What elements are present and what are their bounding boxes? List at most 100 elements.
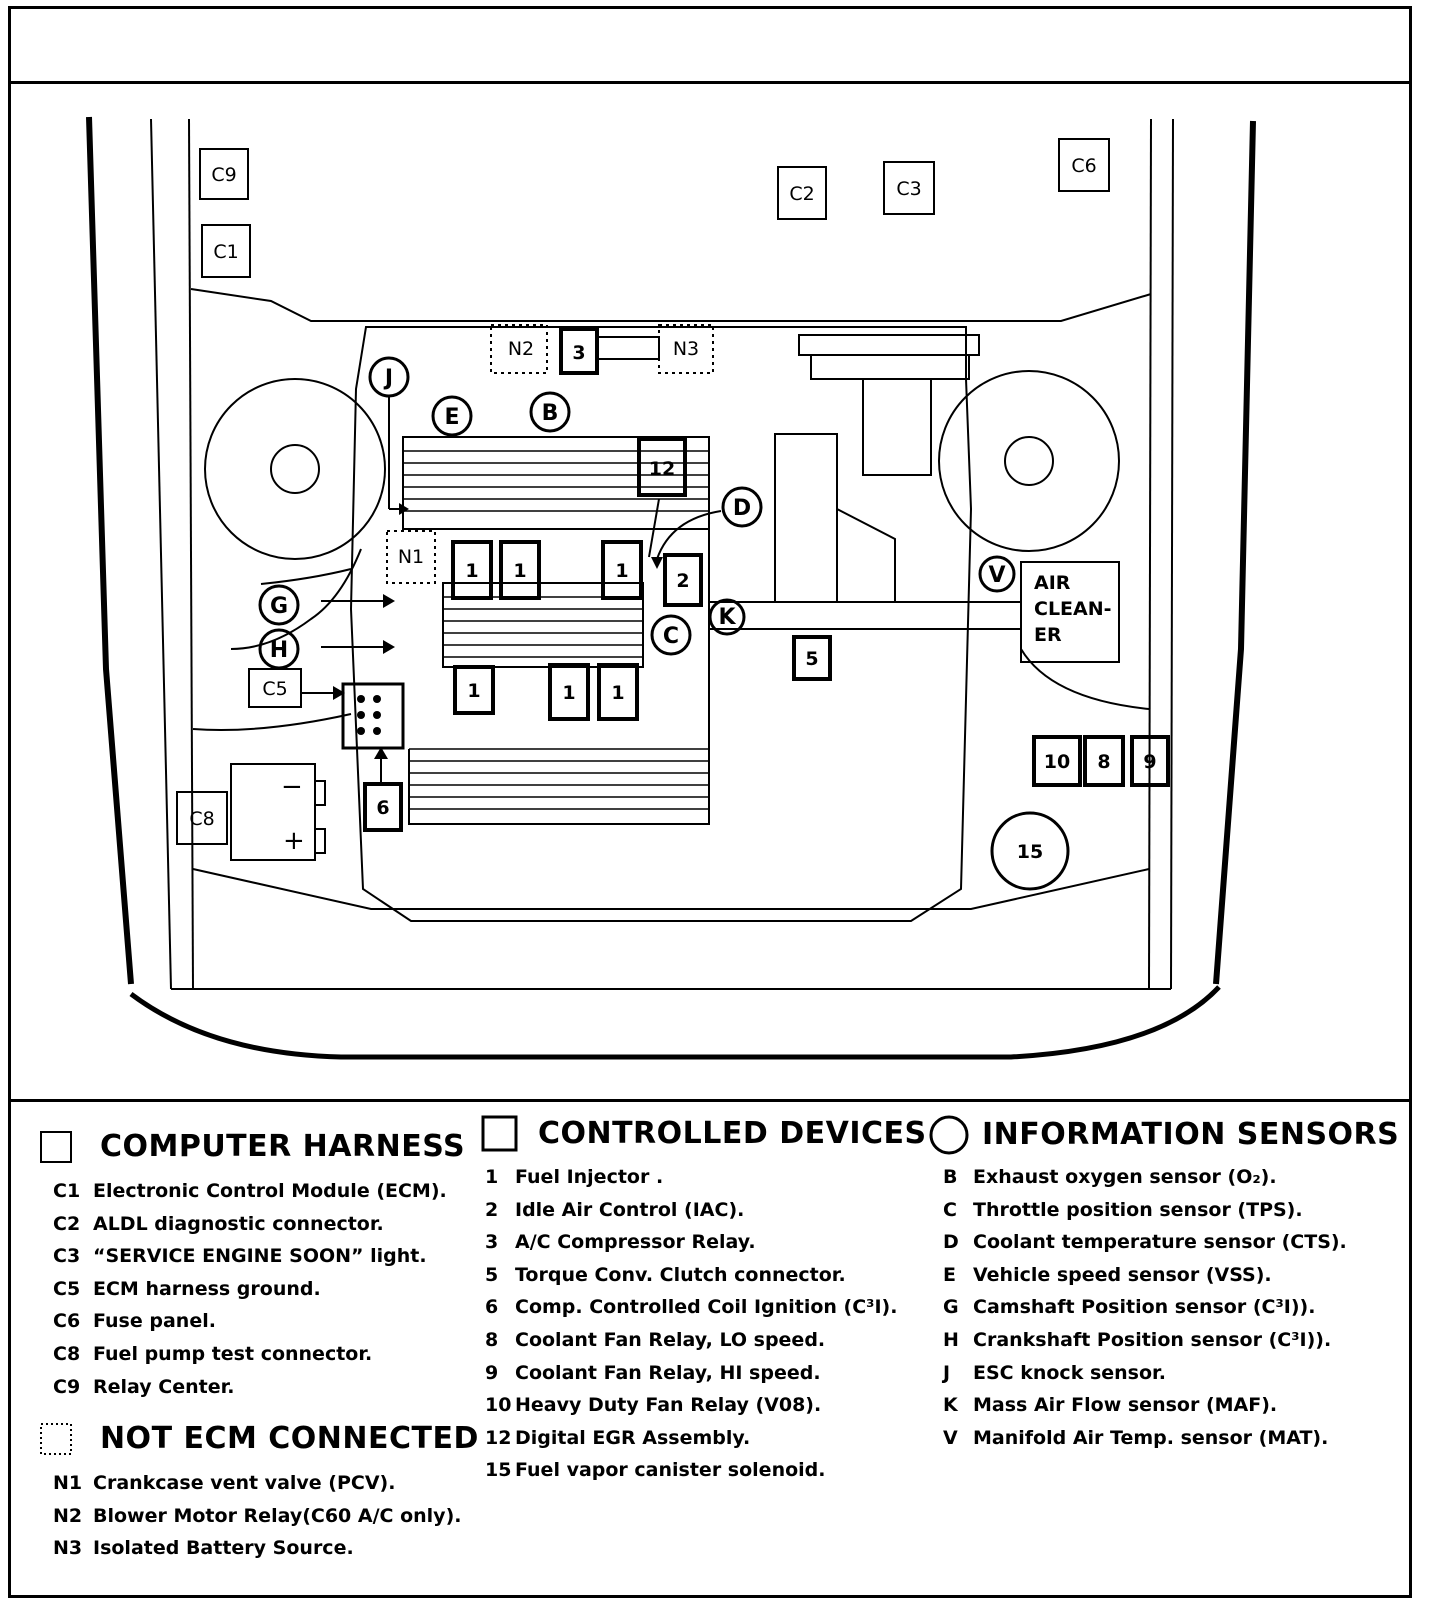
- marker-v-label: V: [988, 563, 1005, 588]
- marker-v: [978, 555, 1016, 593]
- master-cylinder-body: [810, 354, 970, 380]
- cowl-line: [190, 288, 1152, 322]
- relay-3-body: [596, 336, 660, 360]
- right-wheel-hub: [1004, 436, 1054, 486]
- coil-pack: [341, 682, 405, 750]
- left-fender-inner2: [188, 118, 194, 990]
- air-cleaner-label-1: AIR: [1034, 572, 1071, 594]
- leader-arrows: [301, 397, 722, 782]
- marker-k-label: K: [718, 605, 736, 630]
- marker-n2-label: N2: [508, 338, 534, 360]
- marker-1a: [451, 540, 493, 600]
- marker-c8-label: C8: [189, 808, 214, 830]
- upper-manifold: [402, 436, 710, 530]
- marker-15: [990, 811, 1070, 891]
- square-icon: [40, 1130, 72, 1163]
- computer-harness-markers: C9 C1 C2 C3 C6 C5 C8: [176, 138, 1110, 845]
- lower-manifold-fins: [409, 748, 709, 810]
- marker-1b-label: 1: [513, 560, 526, 582]
- marker-3-label: 3: [572, 342, 585, 364]
- marker-12-label: 12: [649, 458, 675, 480]
- harness-wire-2: [260, 568, 352, 585]
- marker-g: [258, 584, 300, 626]
- air-cleaner-label-2: CLEAN-: [1034, 598, 1112, 620]
- left-fender-inner: [150, 118, 172, 990]
- dotted-square-icon: [40, 1422, 72, 1455]
- marker-c9: [199, 148, 249, 200]
- marker-1f: [597, 663, 639, 721]
- marker-d: [721, 486, 763, 528]
- throttle-body-column: [774, 433, 838, 603]
- marker-c2: [777, 166, 827, 220]
- marker-c2-label: C2: [789, 183, 814, 205]
- diagram-frame: AIR CLEAN- ER − +: [8, 6, 1412, 1598]
- legend-divider: [11, 1099, 1409, 1102]
- engine-lower-outline: [408, 528, 710, 825]
- marker-c1-label: C1: [213, 241, 238, 263]
- marker-k: [708, 598, 746, 636]
- legend-item-c3: C3“SERVICE ENGINE SOON” light.: [53, 1245, 427, 1268]
- legend-controlled-devices-title: CONTROLLED DEVICES: [537, 1115, 927, 1151]
- information-sensor-markers: [258, 356, 1016, 670]
- title-box: [11, 9, 1409, 84]
- marker-n1-label: N1: [398, 546, 424, 568]
- marker-c-label: C: [663, 624, 679, 649]
- master-cylinder-top: [798, 334, 980, 356]
- battery-terminal-pos: [314, 828, 326, 854]
- marker-9: [1130, 735, 1170, 787]
- left-wheel: [204, 378, 386, 560]
- marker-c5-label: C5: [262, 678, 287, 700]
- marker-10-label: 10: [1044, 751, 1070, 773]
- coil-pack-dots: [357, 695, 381, 735]
- marker-12: [637, 437, 687, 497]
- master-cylinder-reservoir: [862, 378, 932, 476]
- battery-plus-icon: +: [283, 826, 305, 856]
- marker-1d-label: 1: [467, 680, 480, 702]
- bold-square-icon: [481, 1115, 518, 1152]
- marker-5: [792, 635, 832, 681]
- legend-computer-harness-title: COMPUTER HARNESS: [99, 1129, 466, 1164]
- legend-controlled-devices-heading: CONTROLLED DEVICES: [481, 1115, 927, 1161]
- marker-c1: [201, 224, 251, 278]
- marker-1e-label: 1: [562, 682, 575, 704]
- marker-c6-label: C6: [1071, 155, 1096, 177]
- legend-not-ecm-title: NOT ECM CONNECTED: [99, 1421, 479, 1457]
- marker-c3: [883, 161, 935, 215]
- marker-6-label: 6: [376, 797, 389, 819]
- marker-n3-label: N3: [673, 338, 699, 360]
- middle-manifold-fins: [443, 596, 643, 658]
- marker-1a-label: 1: [465, 560, 478, 582]
- marker-j: [368, 356, 410, 398]
- marker-j-label: J: [383, 366, 393, 391]
- middle-manifold: [442, 582, 644, 668]
- marker-b: [529, 391, 571, 433]
- marker-1c: [601, 540, 643, 600]
- marker-1e: [548, 663, 590, 721]
- legend-information-sensors-title: INFORMATION SENSORS: [981, 1116, 1400, 1152]
- marker-e: [431, 395, 473, 437]
- marker-c6: [1058, 138, 1110, 192]
- marker-8: [1083, 735, 1125, 787]
- marker-h: [258, 628, 300, 670]
- marker-2-label: 2: [676, 570, 689, 592]
- marker-5-label: 5: [805, 648, 818, 670]
- right-fender-inner: [1170, 118, 1174, 990]
- marker-1b: [499, 540, 541, 600]
- right-wheel: [938, 370, 1120, 552]
- marker-b-label: B: [542, 401, 559, 426]
